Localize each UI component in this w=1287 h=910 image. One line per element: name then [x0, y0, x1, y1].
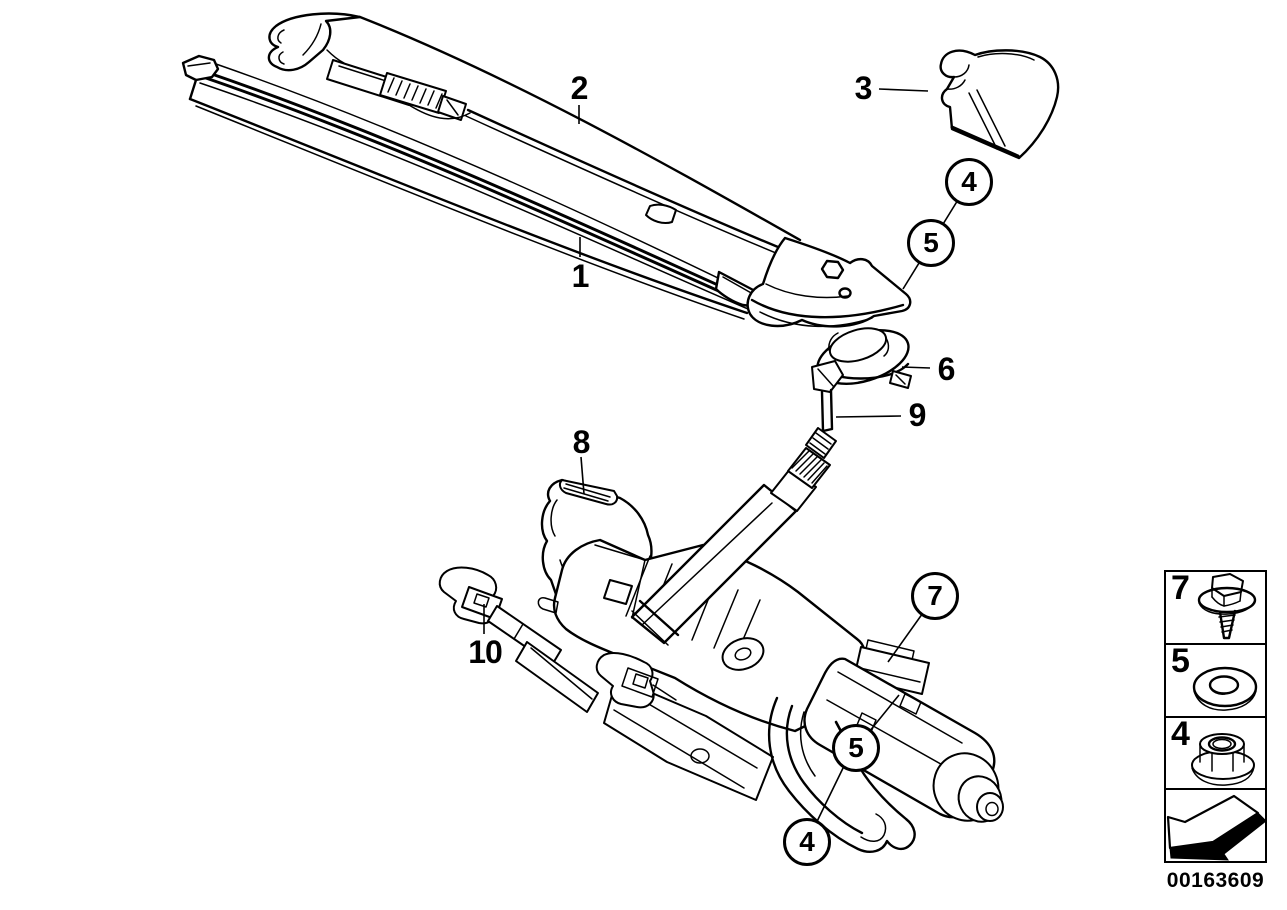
callout-circle-5-lower[interactable]: 5 — [832, 724, 880, 772]
callout-8[interactable]: 8 — [572, 424, 591, 460]
wiper-blade-drawing — [181, 54, 765, 320]
callout-10[interactable]: 10 — [468, 634, 503, 670]
callout-circle-7[interactable]: 7 — [911, 572, 959, 620]
diagram-part-number: 00163609 — [1166, 869, 1265, 892]
callout-circle-4-lower[interactable]: 4 — [783, 818, 831, 866]
output-shaft-drawing — [630, 427, 837, 646]
legend-cell-screw: 7 — [1166, 569, 1265, 645]
link-rod-drawing — [438, 566, 599, 713]
legend-label-5: 5 — [1171, 641, 1190, 680]
pin-drawing — [811, 360, 844, 433]
callout-2[interactable]: 2 — [570, 70, 589, 106]
flange-nut-icon — [1191, 733, 1255, 786]
legend-label-7: 7 — [1171, 569, 1190, 607]
direction-arrow-icon — [1166, 794, 1267, 861]
motor-drawing — [803, 657, 1004, 823]
legend-cell-nut: 4 — [1166, 714, 1265, 791]
crank-linkage-drawing — [595, 652, 774, 801]
washer-icon — [1192, 666, 1258, 711]
legend-label-4: 4 — [1171, 714, 1190, 753]
fastener-legend: 7 5 4 — [1164, 569, 1267, 863]
callout-circle-5-upper[interactable]: 5 — [907, 219, 955, 267]
legend-cell-washer: 5 — [1166, 641, 1265, 718]
cover-cap-drawing — [939, 49, 1060, 160]
callout-1[interactable]: 1 — [571, 258, 590, 294]
callout-3[interactable]: 3 — [854, 70, 873, 106]
wiper-arm-drawing — [267, 12, 912, 328]
lower-bracket-drawing — [767, 696, 916, 853]
callout-9[interactable]: 9 — [908, 397, 927, 433]
callout-6[interactable]: 6 — [937, 351, 956, 387]
flange-screw-icon — [1197, 573, 1257, 640]
callout-circle-4-upper[interactable]: 4 — [945, 158, 993, 206]
motor-housing-drawing — [537, 538, 930, 733]
legend-cell-arrow — [1166, 790, 1265, 861]
